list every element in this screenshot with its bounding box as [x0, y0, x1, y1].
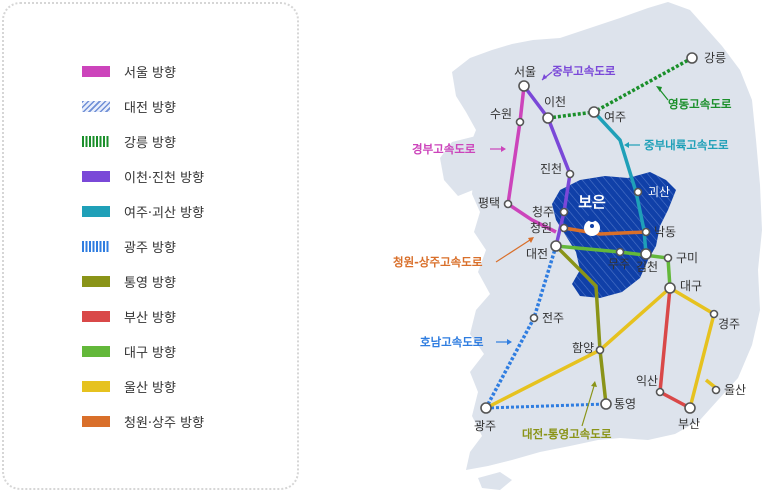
- legend-swatch: [82, 65, 110, 77]
- road-label-gyeongbu: 경부고속도로: [412, 142, 476, 156]
- legend-swatch: [82, 135, 110, 147]
- node-daegu: [664, 282, 676, 294]
- node-ulsan: [711, 385, 721, 395]
- label-daegu: 대구: [680, 279, 702, 293]
- legend-item: 대구 방향: [82, 343, 176, 361]
- legend-swatch: [82, 380, 110, 392]
- legend-label: 이천·진천 방향: [124, 170, 205, 186]
- legend-label: 광주 방향: [124, 240, 176, 256]
- label-jeonju: 전주: [542, 311, 564, 325]
- legend-label: 울산 방향: [124, 380, 176, 396]
- label-muju: 무주: [608, 257, 630, 271]
- node-iksan: [655, 387, 665, 397]
- label-cheongwon: 청원: [530, 221, 552, 235]
- node-suwon: [515, 117, 525, 127]
- label-cheongju: 청주: [532, 205, 554, 219]
- road-label-jungbu: 중부고속도로: [552, 64, 616, 78]
- label-pyeongtaek: 평택: [478, 196, 500, 210]
- legend-item: 서울 방향: [82, 63, 176, 81]
- southern-island: [478, 472, 512, 490]
- legend-label: 부산 방향: [124, 310, 176, 326]
- node-tongyeong: [600, 398, 612, 410]
- node-yeoju: [588, 106, 600, 118]
- legend-item: 통영 방향: [82, 273, 176, 291]
- node-gyeongju: [709, 309, 719, 319]
- node-jincheon: [565, 169, 575, 179]
- label-tongyeong: 통영: [614, 397, 636, 411]
- legend-swatch: [82, 170, 110, 182]
- legend-label: 청원·상주 방향: [124, 415, 205, 431]
- legend-swatch: [82, 240, 110, 252]
- node-daejeon: [550, 240, 562, 252]
- boeun-label: 보은: [578, 193, 606, 211]
- label-haman: 함양: [572, 341, 594, 355]
- legend-swatch: [82, 345, 110, 357]
- node-gumi: [663, 253, 673, 263]
- node-gwangju: [480, 402, 492, 414]
- label-gimcheon: 김천: [636, 259, 658, 274]
- label-suwon: 수원: [490, 107, 512, 121]
- legend-swatch: [82, 205, 110, 217]
- legend-label: 대전 방향: [124, 100, 176, 116]
- legend-swatch: [82, 310, 110, 322]
- node-seoul: [518, 80, 530, 92]
- node-gangneung: [686, 52, 698, 64]
- label-seoul: 서울: [514, 65, 536, 79]
- node-cheongwon: [559, 223, 569, 233]
- label-gangneung: 강릉: [704, 51, 726, 65]
- west-peninsula: [440, 136, 486, 196]
- boeun-pin-icon: [588, 213, 597, 232]
- node-busan: [684, 402, 696, 414]
- legend-item: 대전 방향: [82, 98, 176, 116]
- legend-item: 이천·진천 방향: [82, 168, 205, 186]
- legend-label: 여주·괴산 방향: [124, 205, 205, 221]
- legend-swatch: [82, 100, 110, 112]
- legend-label: 통영 방향: [124, 275, 176, 291]
- label-iksan: 익산: [636, 374, 658, 388]
- label-gyeongju: 경주: [718, 317, 740, 331]
- legend-item: 울산 방향: [82, 378, 176, 396]
- road-label-honam: 호남고속도로: [420, 335, 484, 349]
- road-label-cheongwon-sangju: 청원-상주고속도로: [393, 255, 483, 269]
- legend-item: 부산 방향: [82, 308, 176, 326]
- legend-item: 광주 방향: [82, 238, 176, 256]
- legend-item: 강릉 방향: [82, 133, 176, 151]
- route-cheongwon-sangju: [563, 226, 647, 236]
- node-gimcheon: [640, 248, 652, 260]
- label-gwangju: 광주: [474, 419, 496, 433]
- label-gumi: 구미: [676, 251, 698, 265]
- route-tongyeong: [554, 244, 608, 405]
- legend-item: 여주·괴산 방향: [82, 203, 205, 221]
- legend-item: 청원·상주 방향: [82, 413, 205, 431]
- label-jincheon: 진천: [540, 161, 562, 176]
- road-label-jungbu-naeryuk: 중부내륙고속도로: [644, 138, 729, 152]
- city-nodes: [480, 52, 721, 414]
- label-goesan: 괴산: [648, 185, 670, 199]
- label-daejeon: 대전: [526, 247, 548, 261]
- label-busan: 부산: [678, 417, 700, 431]
- legend-panel: [2, 2, 299, 490]
- label-ulsan: 울산: [724, 383, 746, 397]
- road-label-daejeon-tongyeong: 대전-통영고속도로: [522, 427, 612, 441]
- node-haman: [595, 345, 605, 355]
- node-icheon: [542, 112, 554, 124]
- label-nakdong: 낙동: [654, 225, 676, 239]
- node-nakdong: [641, 227, 651, 237]
- road-label-yeongdong: 영동고속도로: [668, 97, 732, 111]
- legend-swatch: [82, 415, 110, 427]
- node-muju: [615, 247, 625, 257]
- legend-swatch: [82, 275, 110, 287]
- route-gwangju-tongyeong: [485, 402, 607, 410]
- legend-label: 대구 방향: [124, 345, 176, 361]
- node-pyeongtaek: [503, 199, 513, 209]
- legend-label: 서울 방향: [124, 65, 176, 81]
- label-yeoju: 여주: [604, 110, 626, 124]
- node-goesan: [633, 187, 643, 197]
- legend-label: 강릉 방향: [124, 135, 176, 151]
- node-cheongju: [559, 207, 569, 217]
- node-jeonju: [529, 313, 539, 323]
- label-icheon: 이천: [544, 94, 566, 109]
